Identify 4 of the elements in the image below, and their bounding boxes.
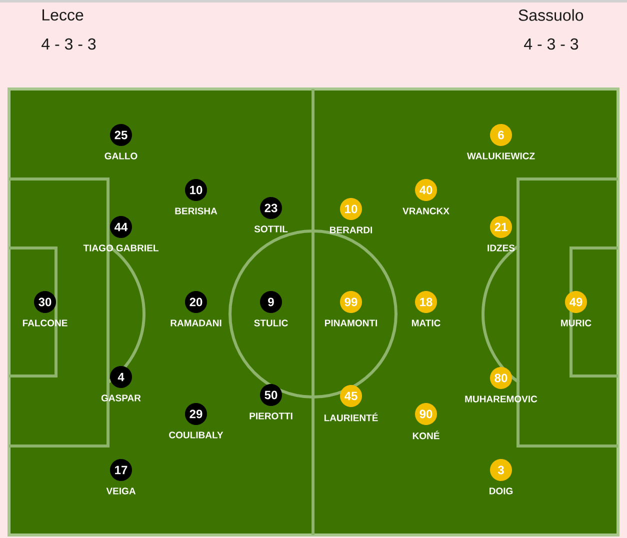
header-text: Sassuolo <box>518 9 584 21</box>
header-text: 4 - 3 - 3 <box>42 38 96 50</box>
header-text: Lecce <box>42 9 84 21</box>
header-text: 4 - 3 - 3 <box>524 38 578 50</box>
